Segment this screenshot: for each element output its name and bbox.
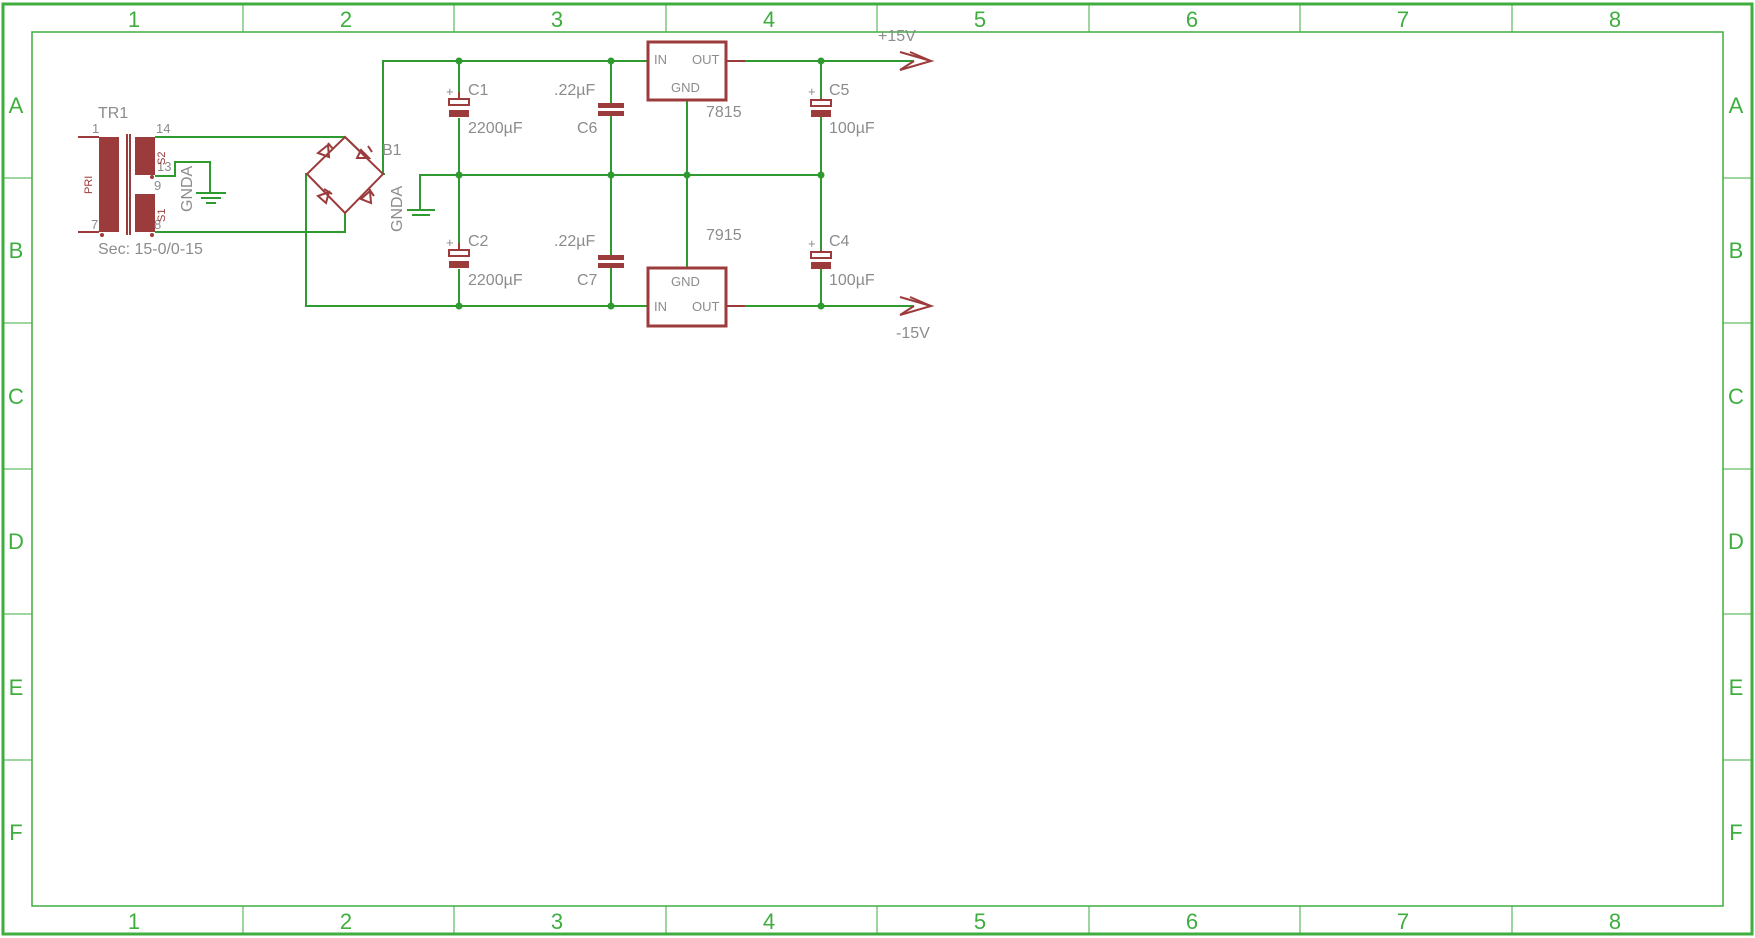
ground-symbol-gnda-2: GNDA	[389, 185, 435, 232]
frame-column-label: 5	[974, 7, 986, 32]
capacitor-c2[interactable]: + C2 2200µF	[446, 233, 523, 289]
capacitor-plus-sign: +	[808, 236, 816, 251]
frame-column-label: 3	[551, 909, 563, 934]
c1-value: 2200µF	[468, 120, 523, 137]
transformer-s2-label: S2	[156, 152, 168, 165]
net-wires	[155, 60, 914, 307]
capacitor-c4[interactable]: + C4 100µF	[808, 233, 875, 289]
c1-ref: C1	[468, 82, 489, 99]
frame-row-label: F	[9, 820, 22, 845]
regulator-gnd-pin: GND	[671, 80, 700, 95]
transformer-pin-1: 1	[92, 121, 99, 136]
frame-row-label: C	[1728, 384, 1744, 409]
frame-row-label: D	[1728, 529, 1744, 554]
transformer-tr1[interactable]: TR1 Sec: 15-0/0-15 PRI 1 7 14 13 9 8 S2 …	[78, 105, 203, 258]
capacitor-plus-sign: +	[446, 235, 454, 250]
supply-minus15v[interactable]: -15V	[896, 296, 935, 342]
c4-ref: C4	[829, 233, 850, 250]
gnda-label: GNDA	[179, 165, 196, 212]
regulator-gnd-pin: GND	[671, 274, 700, 289]
regulator-7815-label: 7815	[706, 104, 742, 121]
c2-ref: C2	[468, 233, 489, 250]
regulator-out-pin: OUT	[692, 299, 720, 314]
frame-row-label: C	[8, 384, 24, 409]
c5-ref: C5	[829, 82, 850, 99]
frame-row-label: E	[9, 675, 24, 700]
frame-row-label: B	[1729, 238, 1744, 263]
frame-row-label: E	[1729, 675, 1744, 700]
c4-value: 100µF	[829, 272, 875, 289]
frame-column-label: 2	[340, 7, 352, 32]
regulator-7915[interactable]: GND IN OUT 7915	[646, 227, 745, 328]
capacitor-c7[interactable]: .22µF C7	[554, 233, 624, 289]
capacitor-plus-sign: +	[808, 84, 816, 99]
regulator-7815[interactable]: IN OUT GND 7815	[646, 40, 745, 121]
frame-column-label: 8	[1609, 7, 1621, 32]
c7-value: .22µF	[554, 233, 595, 250]
junction-dots	[455, 57, 825, 310]
frame-column-label: 6	[1186, 7, 1198, 32]
frame-column-label: 8	[1609, 909, 1621, 934]
transformer-ref: TR1	[98, 105, 128, 122]
transformer-pin-8: 8	[154, 217, 161, 232]
frame-column-label: 1	[128, 7, 140, 32]
minus15v-label: -15V	[896, 325, 930, 342]
regulator-7915-label: 7915	[706, 227, 742, 244]
frame-column-label: 2	[340, 909, 352, 934]
regulator-in-pin: IN	[654, 299, 667, 314]
frame-column-label: 4	[763, 909, 775, 934]
frame-column-label: 7	[1397, 909, 1409, 934]
c6-value: .22µF	[554, 82, 595, 99]
transformer-pin-13: 13	[157, 159, 171, 174]
frame-column-label: 3	[551, 7, 563, 32]
frame-column-label: 1	[128, 909, 140, 934]
c5-value: 100µF	[829, 120, 875, 137]
transformer-pin-9: 9	[154, 178, 161, 193]
frame-column-label: 5	[974, 909, 986, 934]
plus15v-label: +15V	[878, 28, 916, 45]
frame-column-label: 6	[1186, 909, 1198, 934]
capacitor-c1[interactable]: + C1 2200µF	[446, 82, 523, 137]
ground-symbol-gnda-1: GNDA	[179, 165, 226, 212]
frame-row-label: B	[9, 238, 24, 263]
frame-row-label: D	[8, 529, 24, 554]
frame-row-label: A	[9, 93, 24, 118]
regulator-in-pin: IN	[654, 52, 667, 67]
c7-ref: C7	[577, 272, 598, 289]
c2-value: 2200µF	[468, 272, 523, 289]
transformer-pin-7: 7	[91, 217, 98, 232]
c6-ref: C6	[577, 120, 598, 137]
frame-column-label: 7	[1397, 7, 1409, 32]
capacitor-plus-sign: +	[446, 84, 454, 99]
frame-row-label: F	[1729, 820, 1742, 845]
transformer-value: Sec: 15-0/0-15	[98, 241, 203, 258]
capacitor-c5[interactable]: + C5 100µF	[808, 82, 875, 137]
bridge-ref: B1	[382, 142, 402, 159]
transformer-s1-label: S1	[156, 209, 168, 222]
supply-plus15v[interactable]: +15V	[878, 28, 935, 71]
gnda-label: GNDA	[389, 185, 406, 232]
bridge-rectifier-b1[interactable]: B1	[305, 135, 402, 215]
capacitor-c6[interactable]: .22µF C6	[554, 82, 624, 137]
frame-row-label: A	[1729, 93, 1744, 118]
transformer-pin-14: 14	[156, 121, 170, 136]
frame-column-label: 4	[763, 7, 775, 32]
transformer-primary-label: PRI	[83, 176, 95, 194]
regulator-out-pin: OUT	[692, 52, 720, 67]
